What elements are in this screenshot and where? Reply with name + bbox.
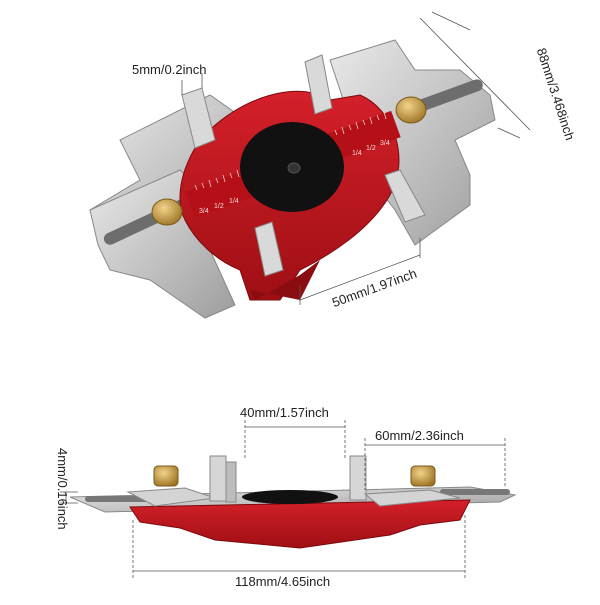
side-tab-mid-left bbox=[225, 461, 237, 503]
dim-tab-thickness-label: 5mm/0.2inch bbox=[132, 62, 207, 77]
ruler-label-5: 3/4 bbox=[380, 140, 390, 147]
ruler-label-3: 1/4 bbox=[352, 150, 362, 157]
tab-top-right bbox=[304, 54, 333, 115]
side-dimension-lines bbox=[60, 420, 506, 578]
side-tab-right-block bbox=[363, 489, 461, 507]
brass-knob-left bbox=[151, 198, 183, 226]
ruler-label-0: 3/4 bbox=[199, 208, 209, 215]
ruler-label-4: 1/2 bbox=[366, 145, 376, 152]
dim-right-side-label: 60mm/2.36inch bbox=[375, 428, 464, 443]
side-brass-knob-left bbox=[153, 465, 179, 487]
side-tab-left bbox=[209, 455, 227, 502]
tab-top-left bbox=[181, 87, 216, 149]
brass-knob-right bbox=[395, 96, 427, 124]
side-slot-left bbox=[85, 496, 155, 502]
top-dimension-lines bbox=[181, 11, 531, 305]
ruler-label-2: 1/4 bbox=[229, 198, 239, 205]
tab-bottom-right bbox=[384, 169, 426, 223]
side-slot-right bbox=[440, 489, 510, 495]
side-red-body bbox=[129, 499, 471, 549]
side-tab-right bbox=[349, 455, 367, 501]
red-body-lower-edge bbox=[250, 260, 320, 300]
center-hole bbox=[287, 162, 301, 174]
dim-center-side-label: 40mm/1.57inch bbox=[240, 405, 329, 420]
ruler-right bbox=[325, 110, 401, 162]
dim-thickness-side-label: 4mm/0.16inch bbox=[55, 448, 70, 530]
side-center-disc bbox=[242, 490, 338, 504]
ruler-left bbox=[185, 169, 256, 219]
dim-length-side-label: 118mm/4.65inch bbox=[235, 574, 331, 589]
ruler-label-1: 1/2 bbox=[214, 203, 224, 210]
top-view: 3/4 1/2 1/4 1/4 1/2 3/4 bbox=[89, 11, 531, 319]
tab-bottom-left bbox=[254, 221, 284, 277]
side-brass-knob-right bbox=[410, 465, 436, 487]
ruler-ticks bbox=[194, 111, 387, 191]
side-view bbox=[60, 420, 517, 578]
